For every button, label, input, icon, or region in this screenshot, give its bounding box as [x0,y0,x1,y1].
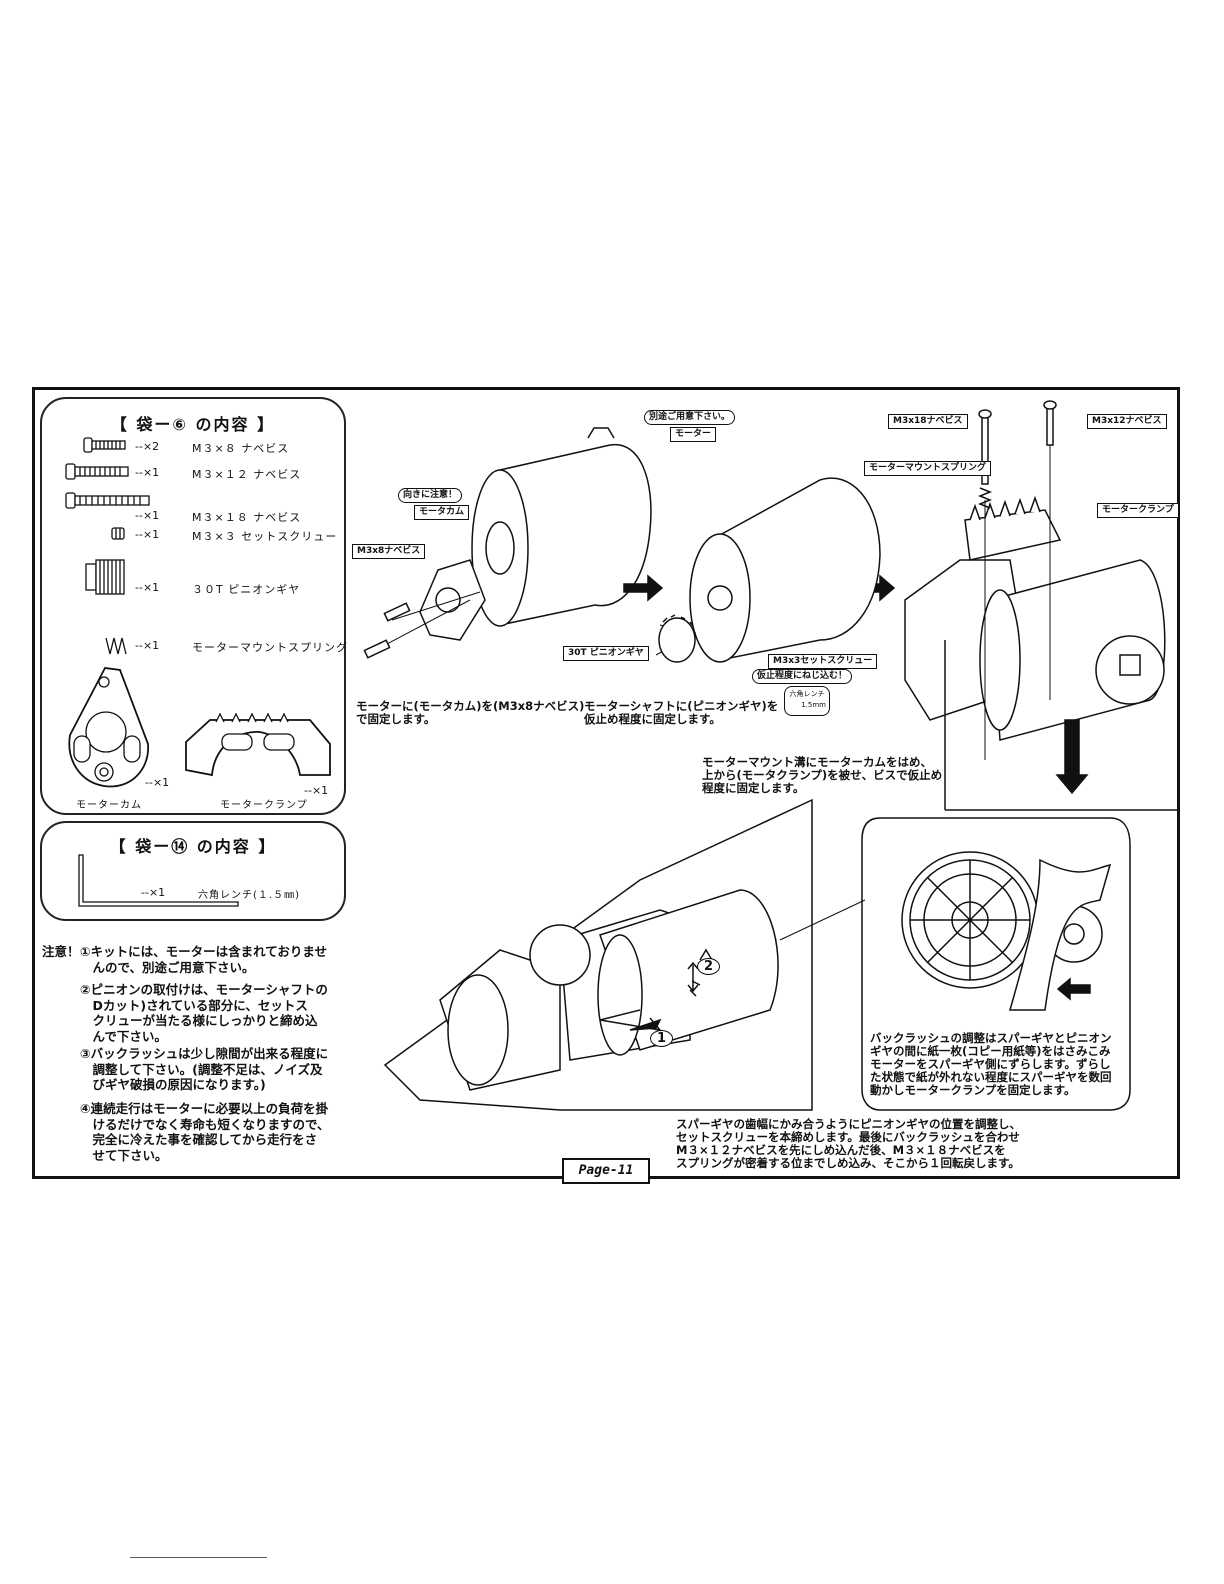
tag-m3x8-screw: M3x8ナベビス [352,544,426,559]
tag-30t-pinion: 30T ピニオンギヤ [563,646,649,661]
caution-item-2: ②ピニオンの取付けは、モーターシャフトの Dカット)されている部分に、セットス … [80,982,328,1044]
bag6-item4-name: M３×３ セットスクリュー [192,530,338,543]
tag-motor-mount-spring: モーターマウントスプリング [864,461,992,476]
bag6-cam-label: モーターカム [76,800,142,811]
caution-item-3: ③バックラッシュは少し隙間が出来る程度に 調整して下さい。(調整不足は、ノイズ及… [80,1046,328,1093]
bag6-item5-name: ３０T ピニオンギヤ [192,583,301,596]
bag6-item3-qty: --×1 [135,509,160,522]
bag6-title: 【 袋ー⑥ の内容 】 [110,415,276,434]
tag-orientation-caution: 向きに注意！ [398,488,463,503]
hex-wrench-badge-label: 六角レンチ [789,690,825,698]
bag6-item3-name: M３×１８ ナベビス [192,511,302,524]
footer-underline [130,1557,267,1558]
hex-wrench-badge: 六角レンチ 1.5mm [784,686,830,716]
bag6-item6-name: モーターマウントスプリング [192,641,348,654]
step2-text: モーターシャフトに(ピニオンギヤ)を 仮止め程度に固定します。 [584,699,779,726]
tag-motor-cam: モータカム [414,505,470,520]
page-number: Page-11 [562,1158,650,1184]
bag6-item6-qty: --×1 [135,639,160,652]
bag14-title: 【 袋ー⑭ の内容 】 [109,837,277,856]
tag-m3x18-screw: M3x18ナベビス [888,414,968,429]
step4-number-2: 2 [697,958,721,975]
bag6-item1-name: M３×８ ナベビス [192,442,290,455]
caution-text-3: ③バックラッシュは少し隙間が出来る程度に 調整して下さい。(調整不足は、ノイズ及… [80,1046,329,1092]
bag14-panel: 【 袋ー⑭ の内容 】 [40,821,346,921]
tag-temp-tighten: 仮止程度にねじ込む！ [752,669,853,684]
tag-motor-clamp: モータークランプ [1097,503,1179,518]
step3-text: モーターマウント溝にモーターカムをはめ、 上から(モータクランプ)を被せ、ビスで… [702,755,943,795]
bag6-cam-qty: --×1 [145,776,170,789]
tag-separately-prepare: 別途ご用意下さい。 [644,410,736,425]
step1-text: モーターに(モータカム)を(M3x8ナベビス) で固定します。 [356,699,585,726]
hex-wrench-badge-size: 1.5mm [801,701,826,709]
bag6-clamp-qty: --×1 [304,784,329,797]
tag-motor: モーター [670,427,717,442]
tag-m3x12-screw: M3x12ナベビス [1087,414,1167,429]
bag14-qty: --×1 [141,886,166,899]
bag6-panel: 【 袋ー⑥ の内容 】 [40,397,346,815]
bag6-clamp-label: モータークランプ [220,800,308,811]
bag6-item2-qty: --×1 [135,466,160,479]
caution-lead: 注意！ [42,944,80,959]
caution-text-1: ①キットには、モーターは含まれておりませ んので、別途ご用意下さい。 [80,944,327,975]
caution-text-4: ④連続走行はモーターに必要以上の負荷を掛 けるだけでなく寿命も短くなりますので、… [80,1101,330,1163]
caution-item-4: ④連続走行はモーターに必要以上の負荷を掛 けるだけでなく寿命も短くなりますので、… [80,1101,330,1163]
caution-item-1: ①キットには、モーターは含まれておりませ んので、別途ご用意下さい。 [80,944,327,975]
step4-number-1: 1 [650,1030,674,1047]
caution-text-2: ②ピニオンの取付けは、モーターシャフトの Dカット)されている部分に、セットス … [80,982,328,1044]
bag6-item1-qty: --×2 [135,440,160,453]
bag6-item4-qty: --×1 [135,528,160,541]
tag-m3x3-setscrew: M3x3セットスクリュー [768,654,878,669]
bag6-item2-name: M３×１２ ナベビス [192,468,302,481]
backlash-text: バックラッシュの調整はスパーギヤとピニオン ギヤの間に紙一枚(コピー用紙等)をは… [870,1031,1112,1097]
step4-text: スパーギヤの歯幅にかみ合うようにピニオンギヤの位置を調整し、 セットスクリューを… [676,1117,1021,1170]
bag14-name: 六角レンチ(１.５㎜) [198,890,300,901]
caution-block: 注意！ [42,944,80,960]
bag6-item5-qty: --×1 [135,581,160,594]
